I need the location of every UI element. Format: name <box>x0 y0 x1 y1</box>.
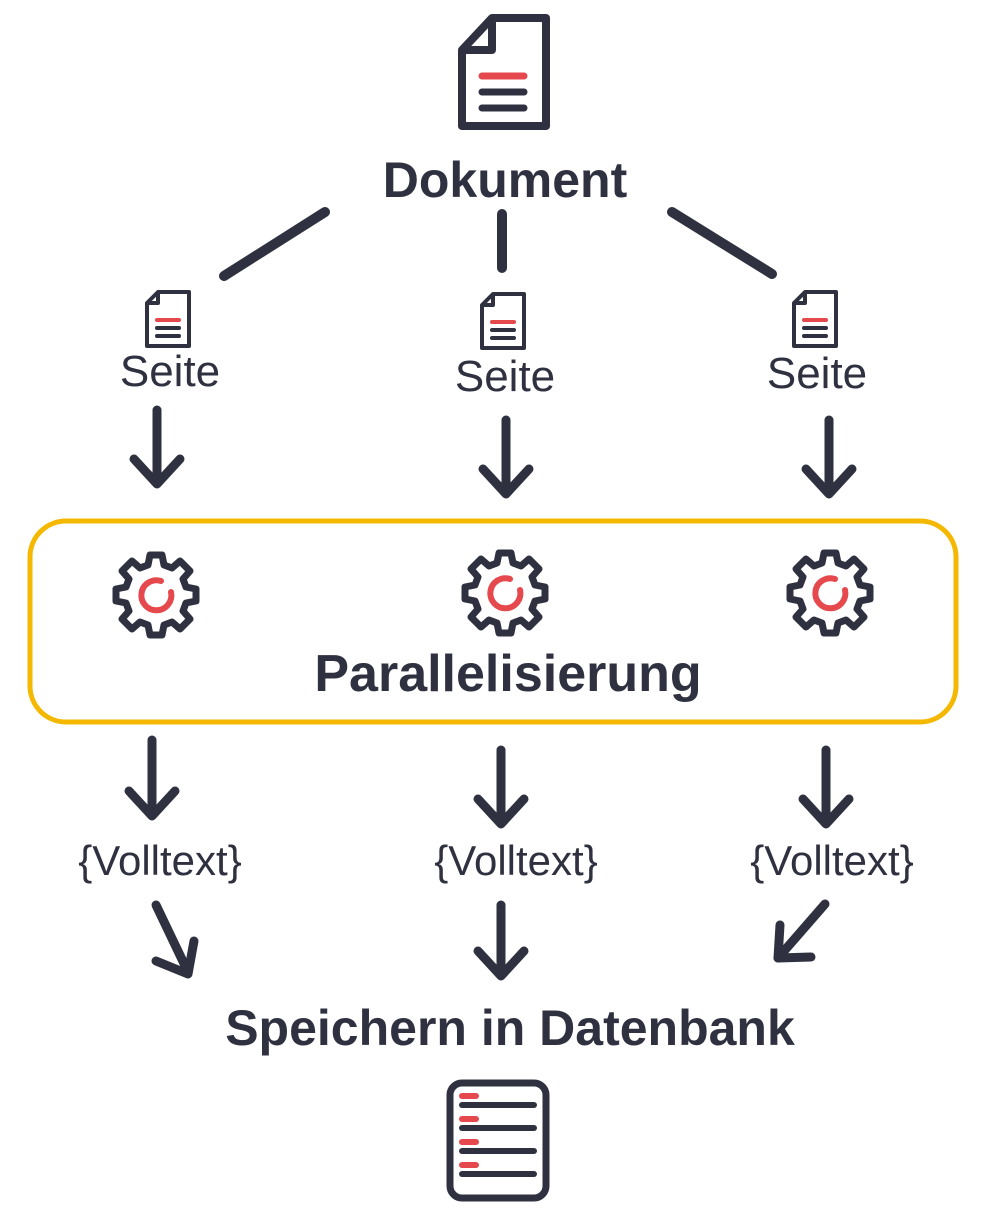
page-icon <box>480 292 526 350</box>
arrows-to-outputs <box>124 735 854 829</box>
arrow-diagonal-left <box>773 899 830 963</box>
arrow-down <box>473 900 529 981</box>
storage-label: Speichern in Datenbank <box>225 1000 795 1056</box>
output-label: {Volltext} <box>750 837 914 884</box>
processing-label: Parallelisierung <box>314 645 702 703</box>
arrow-diagonal-right <box>151 900 199 979</box>
gear-icon <box>790 553 870 633</box>
arrow-down <box>798 745 854 829</box>
arrow-down <box>129 405 185 489</box>
output-label: {Volltext} <box>78 837 242 884</box>
page-label: Seite <box>119 347 221 396</box>
branch-line-left <box>219 207 330 281</box>
output-label: {Volltext} <box>434 837 598 884</box>
document-label: Dokument <box>382 152 628 208</box>
branch-line-right <box>667 207 777 279</box>
arrow-down <box>478 415 534 499</box>
processing-frame <box>27 518 959 725</box>
page-icon <box>145 290 191 348</box>
arrow-down <box>124 735 180 821</box>
page-label: Seite <box>766 349 868 398</box>
branch-lines <box>219 207 777 281</box>
arrows-to-storage <box>151 899 830 981</box>
arrows-to-processing <box>129 405 857 499</box>
gear-icon <box>465 553 545 633</box>
arrow-down <box>473 745 529 829</box>
database-icon <box>446 1079 550 1202</box>
page-label: Seite <box>454 352 556 401</box>
document-icon <box>458 14 550 130</box>
gear-icon <box>116 555 196 635</box>
arrow-down <box>801 415 857 499</box>
page-icon <box>792 290 838 348</box>
